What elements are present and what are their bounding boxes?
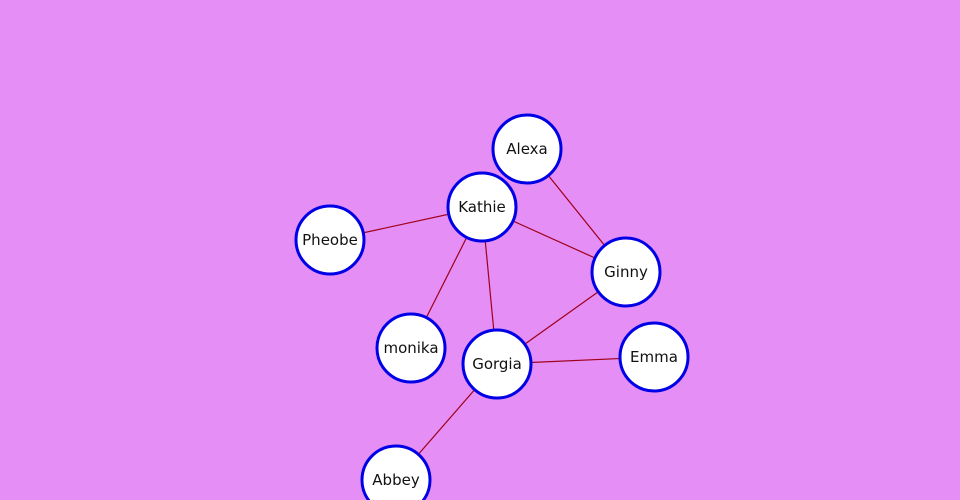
node-circle-ginny[interactable] <box>590 236 662 308</box>
node-circle-monika[interactable] <box>375 312 447 384</box>
node-kathie[interactable]: Kathie <box>446 171 518 243</box>
node-circle-kathie[interactable] <box>446 171 518 243</box>
node-monika[interactable]: monika <box>375 312 447 384</box>
node-alexa[interactable]: Alexa <box>491 113 563 185</box>
node-circle-emma[interactable] <box>618 321 690 393</box>
node-circle-pheobe[interactable] <box>294 204 366 276</box>
node-abbey[interactable]: Abbey <box>360 444 432 500</box>
node-gorgia[interactable]: Gorgia <box>461 328 533 400</box>
node-circle-gorgia[interactable] <box>461 328 533 400</box>
node-ginny[interactable]: Ginny <box>590 236 662 308</box>
node-circle-abbey[interactable] <box>360 444 432 500</box>
node-circle-alexa[interactable] <box>491 113 563 185</box>
node-pheobe[interactable]: Pheobe <box>294 204 366 276</box>
node-emma[interactable]: Emma <box>618 321 690 393</box>
